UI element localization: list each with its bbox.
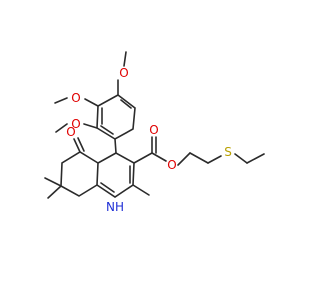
bond — [123, 51, 127, 67]
bond — [189, 152, 209, 164]
bond — [100, 182, 115, 193]
molecule-structure: O O O O O O S NH — [44, 51, 265, 214]
bond — [44, 177, 62, 187]
bond — [54, 97, 68, 104]
bond — [77, 137, 85, 152]
sulfur-atom: S — [224, 145, 232, 159]
molecule-diagram: O O O O O O S NH — [44, 51, 265, 214]
bond — [47, 185, 62, 199]
bond — [84, 98, 99, 107]
bond — [177, 152, 191, 166]
oxygen-atom-upper: O — [71, 91, 80, 105]
bond — [151, 152, 167, 162]
bond — [114, 138, 117, 154]
oxygen-atom-ketone: O — [66, 125, 75, 139]
oxygen-atom-carbonyl: O — [149, 123, 158, 137]
bond-layer — [44, 51, 265, 199]
bond — [120, 99, 132, 109]
bond — [132, 184, 150, 196]
bond — [73, 138, 81, 153]
bond — [133, 152, 153, 164]
nitrogen-atom-nh: NH — [106, 200, 124, 214]
bond — [60, 151, 99, 197]
oxygen-atom-top: O — [119, 66, 128, 80]
bond — [100, 125, 114, 135]
oxygen-atom-lower: O — [71, 117, 80, 131]
bond — [246, 153, 265, 164]
bond — [83, 123, 98, 129]
bond — [234, 153, 248, 164]
bond — [55, 123, 68, 133]
atom-label-layer: O O O O O O S NH — [66, 66, 232, 214]
oxygen-atom-ester: O — [167, 158, 176, 172]
bond — [207, 155, 222, 164]
bond — [96, 152, 135, 198]
